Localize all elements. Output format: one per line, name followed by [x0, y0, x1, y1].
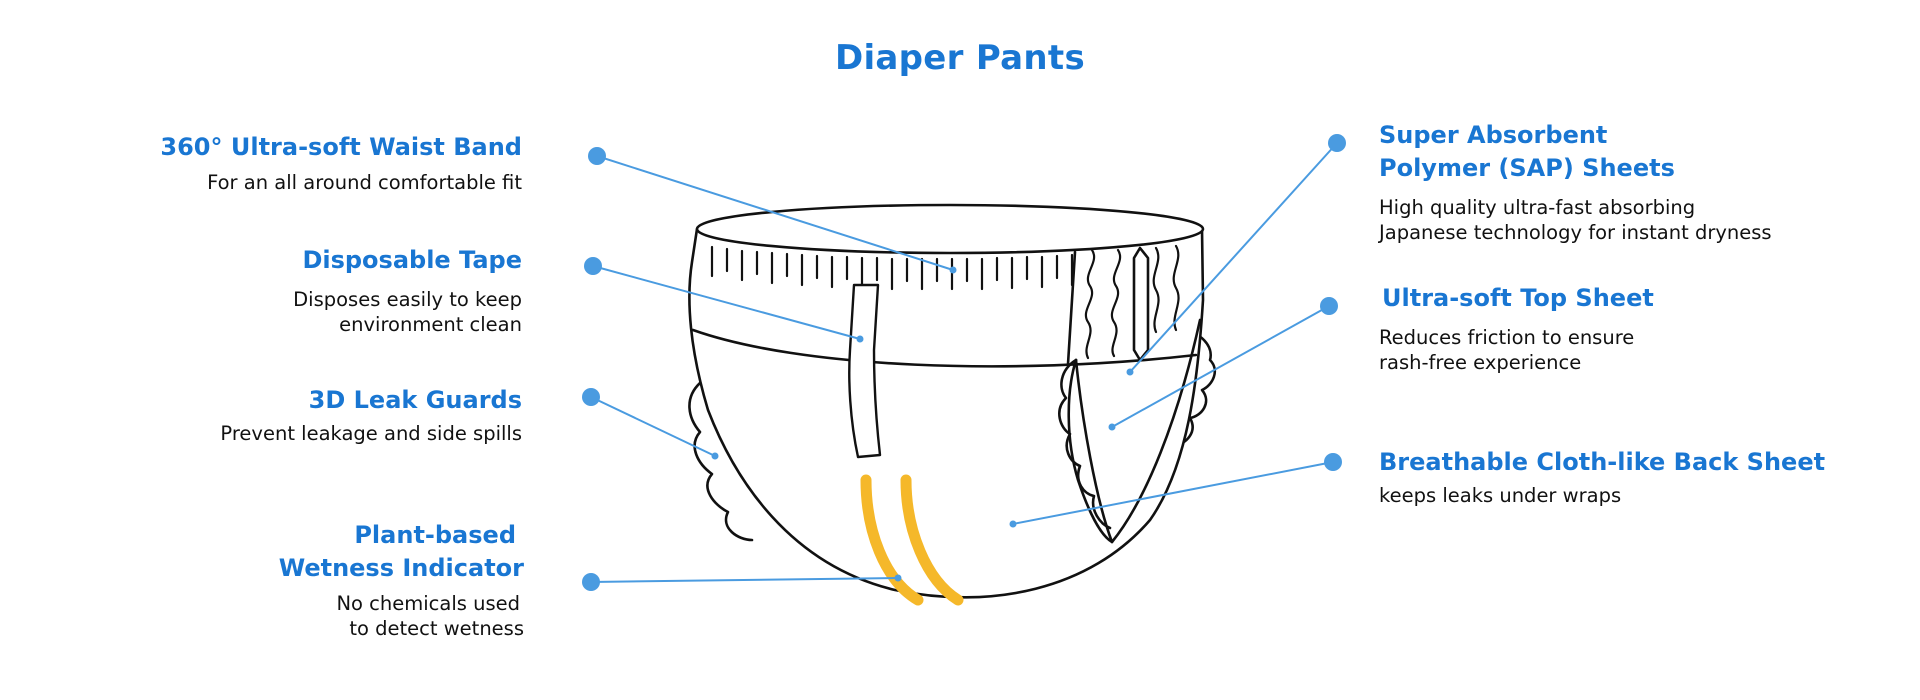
feature-desc-line: Disposes easily to keep [293, 288, 522, 311]
page-title: Diaper Pants [834, 38, 1086, 78]
tip-top-sheet [1108, 423, 1116, 431]
feature-desc-line: Reduces friction to ensure [1379, 326, 1635, 349]
leader-back-sheet [1012, 461, 1334, 525]
inner-wave-4 [1172, 244, 1180, 332]
feature-waist-band: 360° Ultra-soft Waist Band For an all ar… [160, 131, 522, 195]
dot-disposable-tape [584, 257, 602, 275]
leader-lines [590, 142, 1338, 583]
feature-title-line: Disposable Tape [302, 246, 522, 274]
feature-title: 360° Ultra-soft Waist Band [160, 131, 522, 164]
wetness-stripe-1 [860, 474, 924, 606]
inner-wave-3 [1152, 246, 1160, 334]
left-inner-ruffle [1058, 358, 1112, 530]
feature-desc-line: to detect wetness [349, 617, 524, 640]
feature-title-line: Wetness Indicator [278, 554, 524, 582]
tip-waist-band [949, 266, 957, 274]
left-leg-gather [688, 381, 754, 542]
feature-wetness-indicator: Plant-based Wetness Indicator No chemica… [279, 519, 524, 641]
feature-title-line: Super Absorbent [1379, 121, 1608, 149]
waist-band-edge [691, 328, 1198, 368]
inner-wave-1 [1084, 248, 1096, 360]
feature-title-line: Plant-based [354, 521, 516, 549]
feature-description: Reduces friction to ensure rash-free exp… [1379, 325, 1654, 375]
feature-description: Disposes easily to keep environment clea… [293, 287, 522, 337]
diaper-pants-illustration [688, 203, 1217, 599]
feature-description: High quality ultra-fast absorbing Japane… [1379, 195, 1772, 245]
feature-title: Disposable Tape [293, 244, 522, 277]
feature-desc-line: Prevent leakage and side spills [220, 422, 522, 445]
feature-title-line: Polymer (SAP) Sheets [1379, 154, 1675, 182]
feature-description: keeps leaks under wraps [1379, 483, 1825, 508]
tip-wetness-indicator [894, 574, 902, 582]
leader-waist-band [596, 155, 954, 271]
feature-desc-line: keeps leaks under wraps [1379, 484, 1622, 507]
dot-sap-sheets [1328, 134, 1346, 152]
leader-dots [582, 134, 1346, 591]
right-leg-opening [1067, 358, 1114, 544]
feature-sap-sheets: Super Absorbent Polymer (SAP) Sheets Hig… [1379, 119, 1772, 245]
dot-waist-band [588, 147, 606, 165]
waist-opening [695, 203, 1205, 255]
diaper-body [688, 227, 1205, 599]
feature-title-line: 3D Leak Guards [308, 386, 522, 414]
dot-top-sheet [1320, 297, 1338, 315]
feature-title: Super Absorbent Polymer (SAP) Sheets [1379, 119, 1772, 185]
feature-title-line: Ultra-soft Top Sheet [1382, 284, 1654, 312]
tip-disposable-tape [856, 335, 864, 343]
feature-description: For an all around comfortable fit [160, 170, 522, 195]
feature-desc-line: For an all around comfortable fit [207, 171, 522, 194]
feature-back-sheet: Breathable Cloth-like Back Sheet keeps l… [1379, 446, 1825, 508]
feature-disposable-tape: Disposable Tape Disposes easily to keep … [293, 244, 522, 337]
dot-back-sheet [1324, 453, 1342, 471]
leader-disposable-tape [592, 265, 861, 340]
feature-desc-line: Japanese technology for instant dryness [1379, 221, 1772, 244]
tip-leak-guards [711, 452, 719, 460]
leader-wetness-indicator [590, 577, 899, 583]
waist-band-ribs [710, 245, 1074, 291]
feature-leak-guards: 3D Leak Guards Prevent leakage and side … [220, 384, 522, 446]
feature-top-sheet: Ultra-soft Top Sheet Reduces friction to… [1379, 282, 1654, 375]
disposable-tape [848, 283, 882, 459]
tip-back-sheet [1009, 520, 1017, 528]
feature-title-line: Breathable Cloth-like Back Sheet [1379, 448, 1826, 476]
inner-lining [1066, 250, 1077, 366]
feature-desc-line: High quality ultra-fast absorbing [1379, 196, 1696, 219]
feature-title: Plant-based Wetness Indicator [279, 519, 524, 585]
feature-title: Breathable Cloth-like Back Sheet [1379, 446, 1825, 479]
leader-top-sheet [1111, 305, 1330, 428]
feature-title: 3D Leak Guards [220, 384, 522, 417]
right-leg-lining [1074, 318, 1202, 544]
dot-wetness-indicator [582, 573, 600, 591]
feature-desc-line: environment clean [339, 313, 522, 336]
feature-description: Prevent leakage and side spills [220, 421, 522, 446]
feature-title-line: 360° Ultra-soft Waist Band [160, 133, 522, 161]
dot-leak-guards [582, 388, 600, 406]
feature-desc-line: No chemicals used [336, 592, 520, 615]
wetness-indicator-stripes [860, 474, 964, 606]
feature-description: No chemicals used to detect wetness [279, 591, 524, 641]
inner-wave-2 [1110, 248, 1122, 358]
leader-sap-sheets [1129, 142, 1338, 373]
wetness-stripe-2 [900, 474, 964, 606]
feature-desc-line: rash-free experience [1379, 351, 1582, 374]
feature-title: Ultra-soft Top Sheet [1382, 282, 1654, 315]
leader-leak-guards [590, 396, 716, 457]
tip-sap-sheets [1126, 368, 1134, 376]
